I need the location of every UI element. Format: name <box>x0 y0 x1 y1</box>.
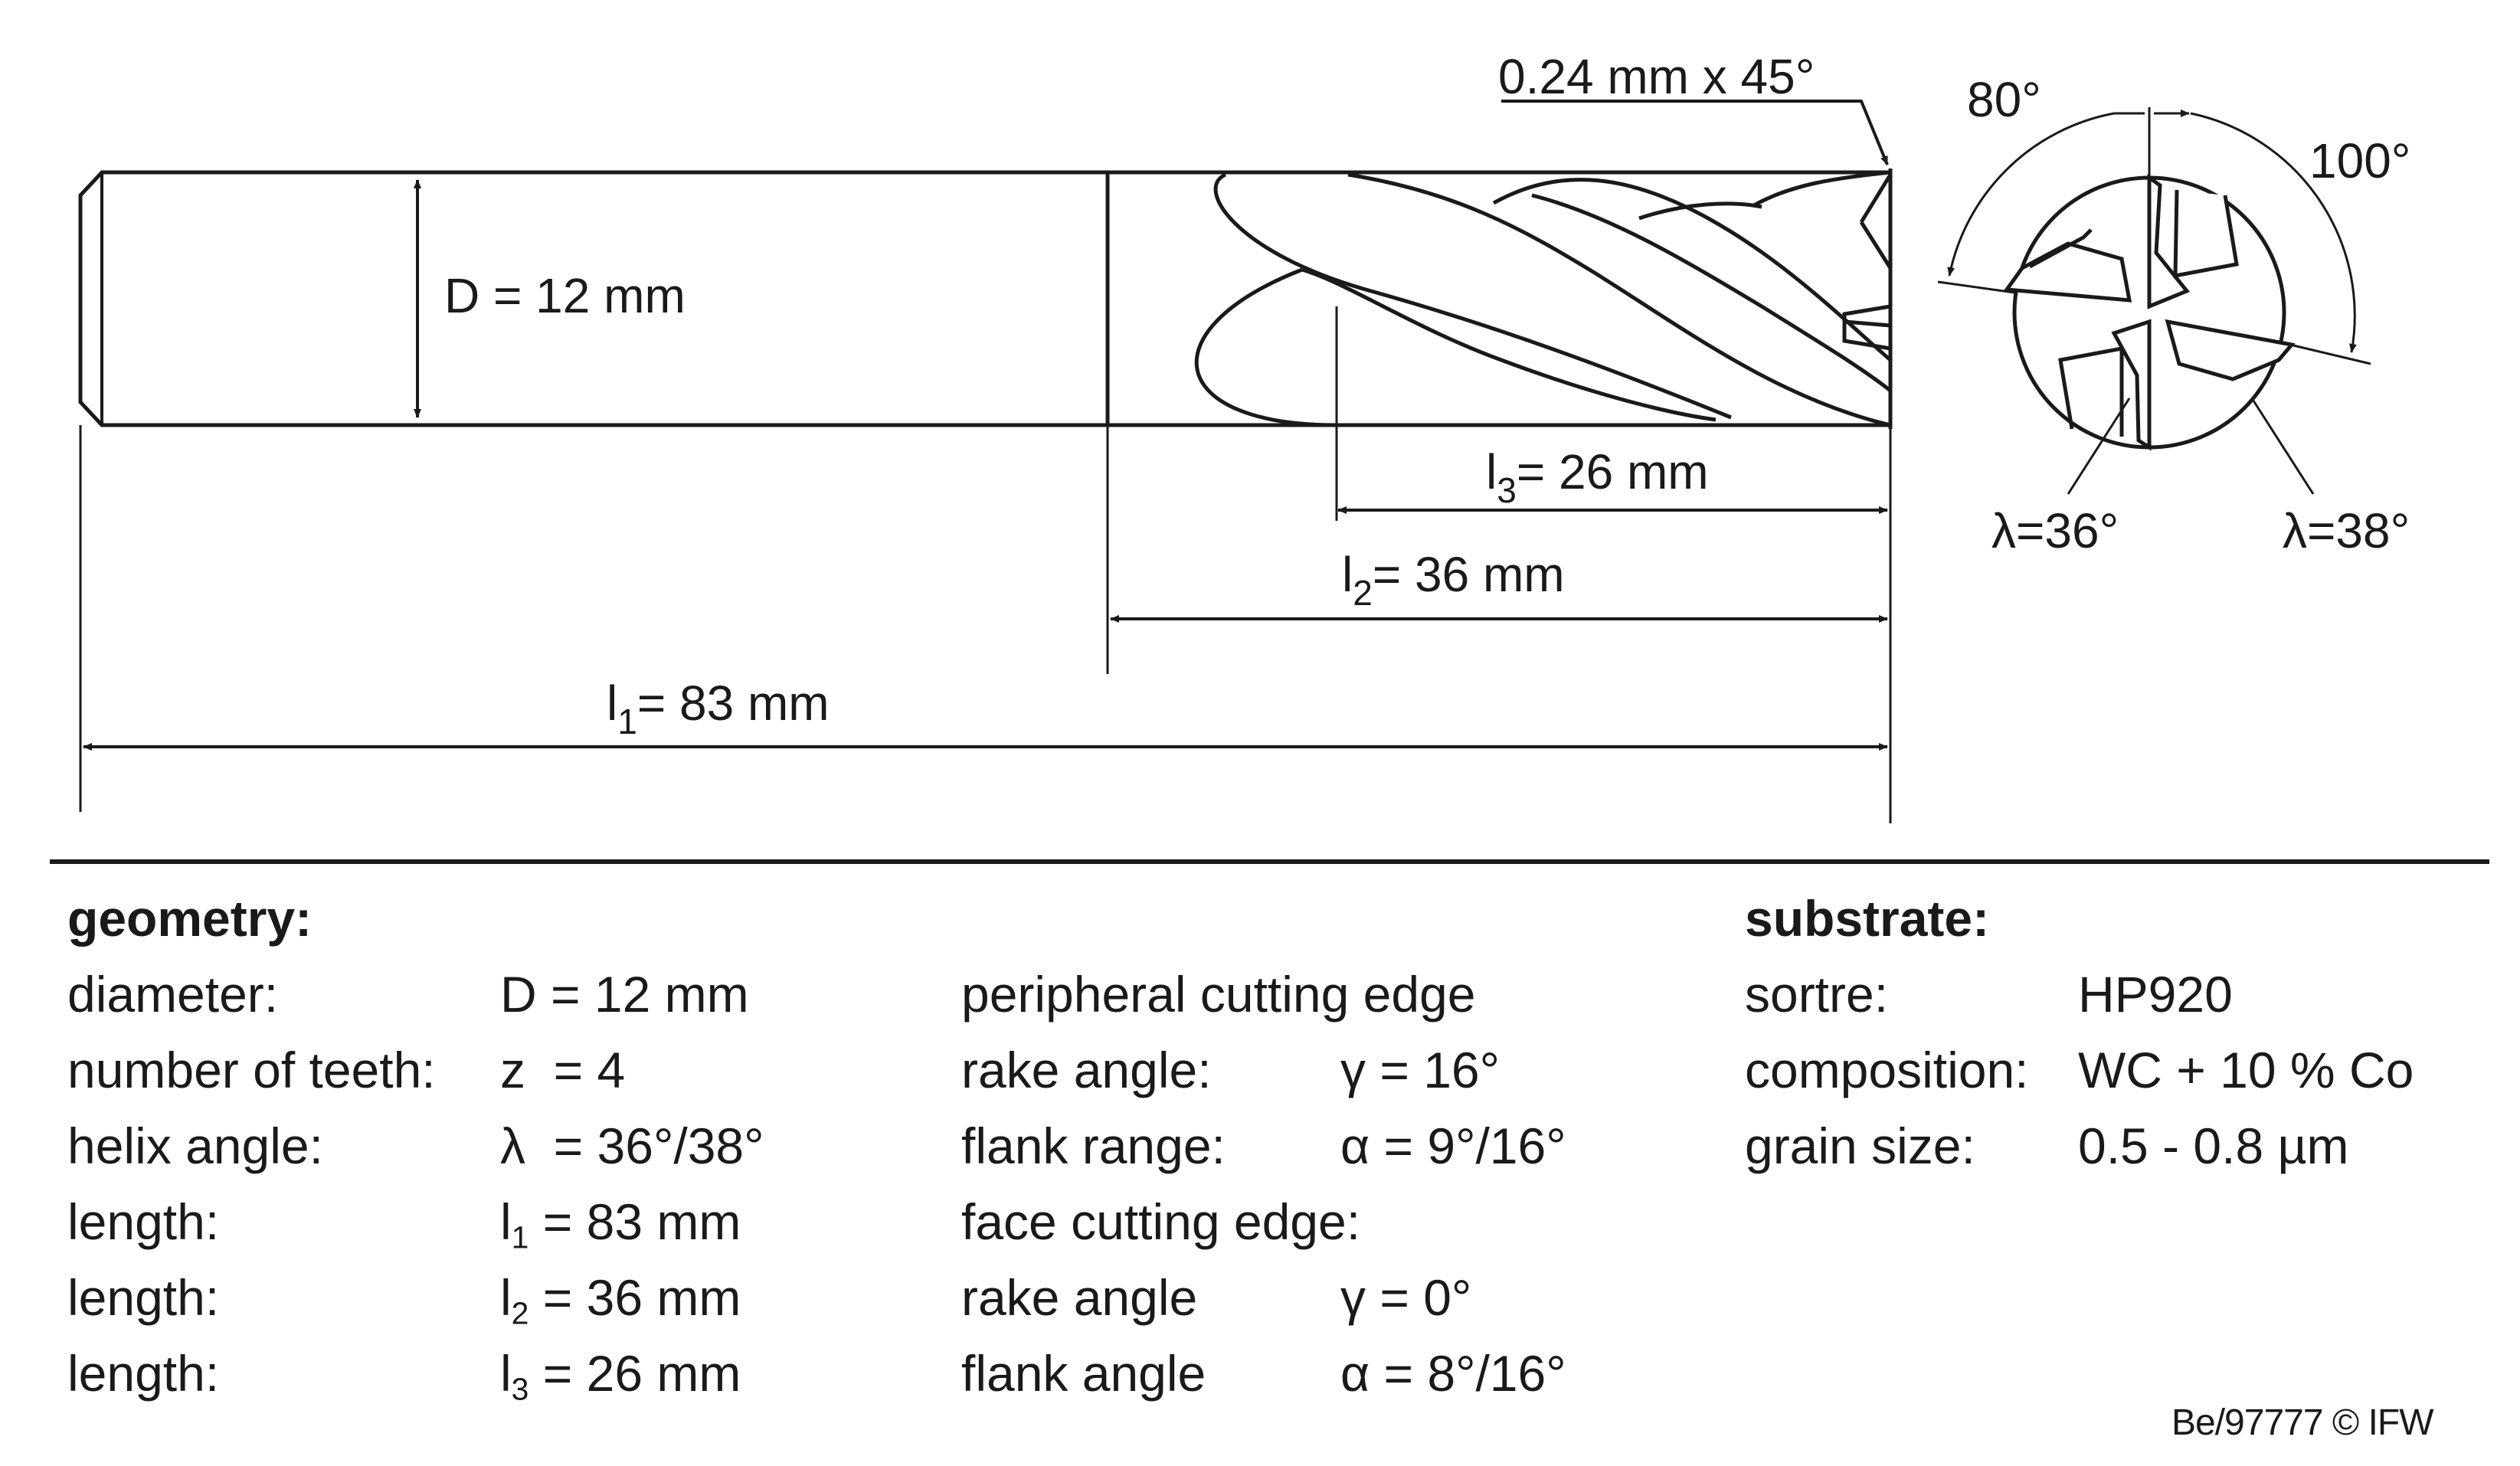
dimension-lines <box>79 100 1892 823</box>
lambda-38-leader <box>2250 398 2315 495</box>
cutting-row-flank: flank range: α = 9°/16° <box>961 1108 1566 1184</box>
geometry-value: z = 4 <box>500 1042 626 1098</box>
cutting-label: flank range: <box>961 1117 1226 1174</box>
geometry-label: length: <box>67 1193 220 1250</box>
lambda-36-leader <box>2067 398 2131 495</box>
tooth-top <box>2147 174 2191 309</box>
geometry-row-length-1: length: l1 = 83 mm <box>67 1184 764 1260</box>
chamfer-label: 0.24 mm x 45° <box>1498 49 1815 104</box>
geometry-label: helix angle: <box>67 1117 323 1174</box>
cutting-value: α = 9°/16° <box>1340 1117 1566 1174</box>
geometry-label: length: <box>67 1269 220 1326</box>
cutting-value: γ = 16° <box>1340 1042 1501 1098</box>
cutting-label: flank angle <box>961 1345 1206 1402</box>
cutting-row-face: face cutting edge: <box>961 1184 1566 1260</box>
flute-curve-1 <box>1213 172 1732 420</box>
geometry-row-length-2: length: l2 = 36 mm <box>67 1260 764 1336</box>
shank <box>78 170 1108 427</box>
substrate-value: WC + 10 % Co <box>2078 1042 2414 1098</box>
tip-edge-lower <box>1842 304 1893 351</box>
flute-curve-2 <box>1301 267 1717 422</box>
cutting-label: rake angle: <box>961 1042 1212 1098</box>
tooth-left-inner <box>2028 228 2093 269</box>
tooth-right <box>2165 319 2296 381</box>
geometry-value: D = 12 mm <box>500 966 749 1023</box>
angle-80-label: 80° <box>1967 72 2041 127</box>
substrate-section: substrate: sortre: HP920 composition: WC… <box>1745 881 2414 1184</box>
tool-end-view <box>1937 107 2371 495</box>
substrate-label: sortre: <box>1745 966 1889 1023</box>
angle-ref-line-left <box>1937 280 2015 294</box>
substrate-row-grain: grain size: 0.5 - 0.8 µm <box>1745 1108 2414 1184</box>
geometry-section: geometry: diameter: D = 12 mm number of … <box>67 881 764 1412</box>
geometry-row-diameter: diameter: D = 12 mm <box>67 957 764 1032</box>
cutting-row-face-rake: rake angle γ = 0° <box>961 1260 1566 1336</box>
tooth-top-inner <box>2173 189 2239 279</box>
tip-edge-mid <box>1844 319 1891 328</box>
angle-arc-100 <box>2190 112 2357 353</box>
geometry-row-teeth: number of teeth: z = 4 <box>67 1032 764 1108</box>
substrate-row-composition: composition: WC + 10 % Co <box>1745 1032 2414 1108</box>
cutting-value: γ = 0° <box>1340 1269 1472 1326</box>
geometry-value: l3 = 26 mm <box>500 1345 741 1407</box>
figure-credit: Be/97777 © IFW <box>2171 1402 2434 1443</box>
l1-label: l1= 83 mm <box>607 676 830 741</box>
l3-label: l3= 26 mm <box>1486 444 1709 510</box>
tooth-bottom-inner <box>2058 345 2124 437</box>
tip-edge-upper <box>1859 173 1893 270</box>
cutting-label: rake angle <box>961 1269 1198 1326</box>
cutting-row-face-flank: flank angle α = 8°/16° <box>961 1336 1566 1412</box>
geometry-row-length-3: length: l3 = 26 mm <box>67 1336 764 1412</box>
cutting-edge-section: peripheral cutting edge rake angle: γ = … <box>961 957 1566 1412</box>
cutting-value: α = 8°/16° <box>1340 1345 1566 1402</box>
angle-arc-80 <box>1947 112 2115 277</box>
flute-curve-7 <box>1638 201 1762 221</box>
geometry-label: number of teeth: <box>67 1042 436 1098</box>
cutting-row-peripheral: peripheral cutting edge <box>961 957 1566 1032</box>
lambda-38-label: λ=38° <box>2283 503 2410 558</box>
flute-curve-5 <box>1531 193 1892 392</box>
angle-100-label: 100° <box>2309 133 2410 188</box>
geometry-label: length: <box>67 1345 220 1402</box>
substrate-row-sort: sortre: HP920 <box>1745 957 2414 1032</box>
tool-side-view <box>78 169 1893 521</box>
cutting-label: face cutting edge: <box>961 1193 1361 1250</box>
geometry-heading: geometry: <box>67 890 313 947</box>
geometry-value: λ = 36°/38° <box>500 1117 764 1174</box>
tooth-left <box>2003 241 2132 303</box>
cutting-label: peripheral cutting edge <box>961 966 1476 1023</box>
substrate-label: composition: <box>1745 1042 2029 1098</box>
geometry-value: l1 = 83 mm <box>500 1193 741 1255</box>
geometry-label: diameter: <box>67 966 279 1023</box>
substrate-value: HP920 <box>2078 966 2233 1023</box>
substrate-label: grain size: <box>1745 1117 1975 1174</box>
diameter-label: D = 12 mm <box>444 268 686 323</box>
lambda-36-label: λ=36° <box>1991 503 2119 558</box>
angle-ref-line-right <box>2289 343 2371 365</box>
cutting-row-rake: rake angle: γ = 16° <box>961 1032 1566 1108</box>
geometry-value: l2 = 36 mm <box>500 1269 741 1331</box>
l2-label: l2= 36 mm <box>1342 547 1565 613</box>
geometry-row-helix: helix angle: λ = 36°/38° <box>67 1108 764 1184</box>
substrate-value: 0.5 - 0.8 µm <box>2078 1117 2349 1174</box>
flute-curve-3 <box>1347 172 1891 427</box>
substrate-heading: substrate: <box>1745 890 1990 947</box>
flute-curve-6 <box>1753 170 1891 208</box>
tooth-bottom <box>2111 319 2152 451</box>
chamfer-leader <box>1501 100 1889 165</box>
flute-runout <box>1194 267 1337 427</box>
